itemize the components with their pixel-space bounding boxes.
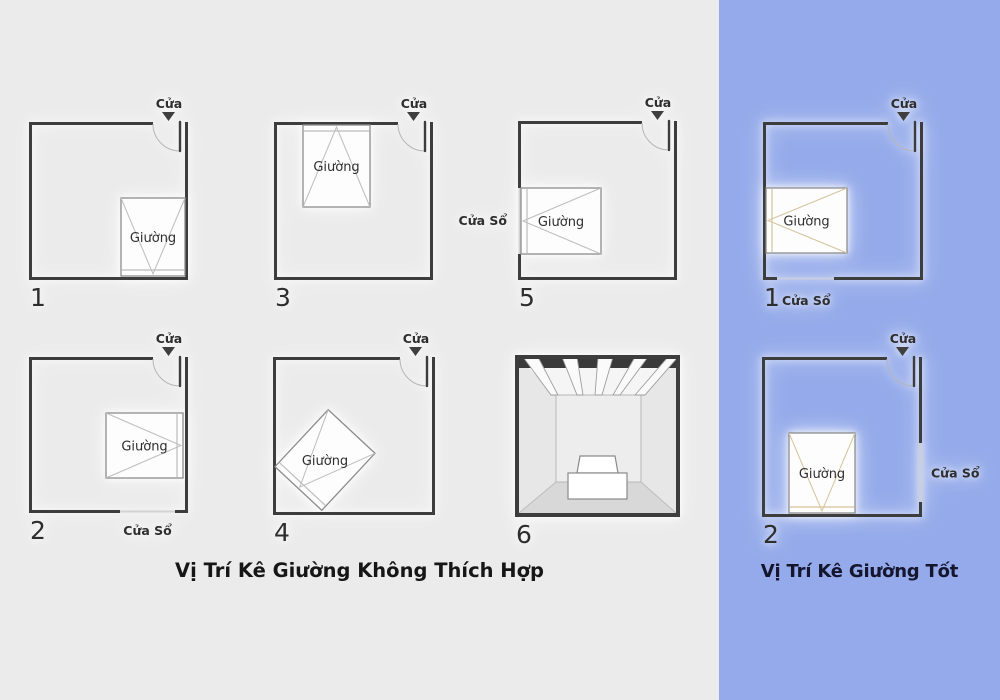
perspective-room (515, 355, 680, 517)
room-good-2: Giường Cửa Sổ Cửa 2 (692, 317, 992, 572)
bed-label: Giường (799, 467, 845, 482)
room-number: 1 (764, 283, 780, 312)
room-bad-3: Giường Cửa 3 (204, 82, 503, 335)
window-label: Cửa Sổ (123, 523, 172, 538)
room-walls (273, 357, 435, 515)
room-walls (29, 357, 188, 513)
room-bad-5: Giường Cửa Sổ Cửa 5 (448, 81, 747, 335)
ceiling-beams (522, 356, 679, 396)
door-label: Cửa (891, 96, 918, 111)
room-walls (274, 122, 433, 280)
door-arc (152, 123, 181, 152)
right-wall (641, 359, 676, 513)
door-label: Cửa (156, 96, 183, 111)
door-label: Cửa (403, 331, 430, 346)
door-arc (886, 358, 915, 387)
good-placements-panel (719, 0, 1000, 700)
corner-line (518, 481, 557, 514)
room-bad-4: Giường Cửa 4 (203, 317, 505, 570)
door-label: Cửa (401, 96, 428, 111)
door-arc (152, 358, 181, 387)
door-label: Cửa (645, 95, 672, 110)
door-label: Cửa (156, 331, 183, 346)
left-wall (519, 359, 556, 513)
door-arrow-icon (651, 111, 664, 120)
bed (105, 412, 184, 479)
bed-label: Giường (130, 231, 176, 246)
bed (274, 408, 376, 512)
room-walls (763, 122, 923, 280)
bed-label: Giường (538, 215, 584, 230)
room-number: 2 (30, 516, 46, 545)
door-arrow-icon (162, 112, 175, 121)
bed (302, 124, 371, 208)
room-number: 4 (274, 518, 290, 547)
room-number: 2 (763, 520, 779, 549)
door-arrow-icon (407, 112, 420, 121)
bad-placements-caption: Vị Trí Kê Giường Không Thích Hợp (175, 559, 544, 582)
door-arrow-icon (897, 112, 910, 121)
bed (120, 197, 186, 277)
room-number: 5 (519, 283, 535, 312)
room-number: 3 (275, 283, 291, 312)
door-arrow-icon (896, 347, 909, 356)
window-label: Cửa Sổ (931, 466, 980, 481)
door-arc (397, 123, 426, 152)
door-arc (887, 123, 916, 152)
good-placements-caption: Vị Trí Kê Giường Tốt (760, 561, 959, 582)
bed-label: Giường (302, 454, 348, 469)
bed (765, 187, 848, 254)
room-walls (29, 122, 188, 280)
window-label: Cửa Sổ (459, 213, 508, 228)
bed-label: Giường (783, 215, 829, 230)
room-number: 6 (516, 520, 532, 549)
bed-label: Giường (313, 160, 359, 175)
bad-placements-panel (0, 0, 719, 700)
door-label: Cửa (890, 331, 917, 346)
bed (788, 432, 856, 514)
door-arc (641, 122, 670, 151)
room-walls (762, 357, 923, 517)
bed-3d (567, 455, 628, 500)
room-bad-6: 6 (445, 315, 750, 572)
window-label: Cửa Sổ (782, 293, 831, 308)
room-number: 1 (30, 283, 46, 312)
room-walls (518, 121, 677, 280)
bed-label: Giường (121, 440, 167, 455)
door-arrow-icon (409, 347, 422, 356)
bed (520, 187, 602, 255)
door-arc (399, 358, 428, 387)
room-frame (515, 355, 680, 517)
room-bad-1: Giường Cửa 1 (0, 82, 258, 335)
door-arrow-icon (162, 347, 175, 356)
corner-line (640, 481, 677, 514)
